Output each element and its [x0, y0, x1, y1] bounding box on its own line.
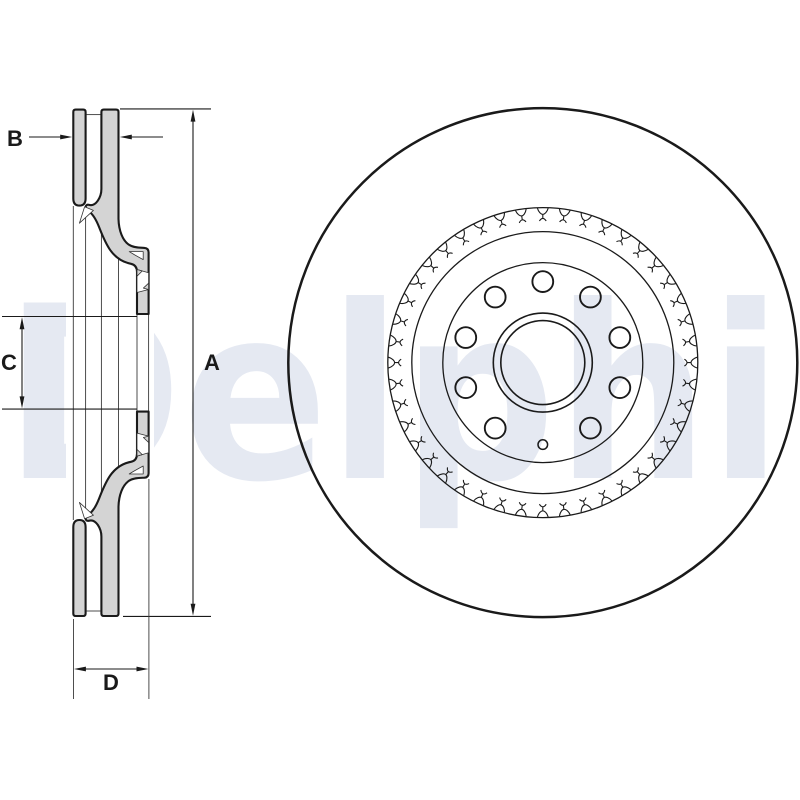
vane-tooth	[579, 212, 592, 228]
locating-hole	[537, 439, 549, 451]
vane-tooth	[660, 436, 676, 451]
vane-tooth	[437, 242, 453, 258]
vane-tooth	[536, 208, 549, 222]
bolt-hole	[454, 326, 478, 349]
vane-tooth	[632, 242, 649, 258]
front-view	[287, 106, 799, 619]
bolt-hole	[531, 270, 555, 293]
vane-tooth	[558, 208, 571, 224]
disc-outer-edge	[287, 106, 799, 619]
vane-tooth	[422, 257, 439, 273]
dimension-A: A	[120, 108, 220, 617]
vane-tooth	[632, 467, 649, 484]
vane-tooth	[616, 229, 632, 246]
dim-label-C: C	[1, 350, 17, 375]
cross-section-view	[72, 108, 150, 618]
bolt-hole	[608, 326, 632, 349]
vane-tooth	[400, 418, 416, 433]
bolt-hole-cut-wedge	[136, 269, 143, 277]
vane-tooth	[393, 313, 409, 327]
vane-tooth	[454, 479, 470, 496]
dimension-C: C	[1, 315, 137, 410]
hat-face-vane-gap	[128, 251, 144, 260]
vane-tooth	[616, 479, 632, 496]
bolt-hole	[579, 285, 602, 309]
hub-outer-circle	[492, 312, 594, 413]
dim-label-D: D	[103, 670, 119, 695]
vane-tooth	[647, 452, 664, 469]
dim-label-A: A	[204, 350, 220, 375]
vane-tooth	[598, 219, 613, 236]
vane-tooth	[388, 356, 402, 369]
dim-label-B: B	[7, 126, 23, 151]
dimension-D: D	[73, 479, 150, 699]
vane-tooth	[389, 334, 404, 347]
vane-ring-inner-circle	[411, 230, 675, 495]
hub-bore-circle	[499, 319, 586, 406]
vane-tooth	[536, 503, 549, 518]
vane-tooth	[393, 398, 409, 412]
vane-tooth	[558, 502, 571, 517]
vane-cut	[79, 206, 94, 224]
dimensions: B A C	[1, 108, 220, 699]
vane-tooth	[670, 293, 686, 308]
vane-tooth	[670, 418, 686, 433]
vane-tooth	[422, 452, 439, 469]
vane-tooth	[682, 378, 697, 391]
inboard-plate-and-hat	[84, 108, 150, 316]
vane-tooth	[677, 398, 693, 412]
vane-tooth	[514, 208, 527, 224]
bolt-hole	[483, 285, 507, 309]
vane-tooth	[660, 274, 676, 290]
vane-tooth	[598, 489, 613, 506]
vane-tooth	[437, 467, 453, 484]
vane-tooth	[682, 334, 697, 347]
bolt-hole	[579, 416, 602, 440]
section-upper-half	[72, 108, 150, 316]
vane-tooth	[647, 257, 664, 273]
bolt-hole	[454, 376, 478, 399]
dimension-B: B	[7, 126, 163, 151]
outboard-plate	[72, 108, 87, 207]
vane-tooth	[579, 497, 592, 513]
bolt-hole	[483, 416, 507, 440]
vane-tooth	[400, 293, 416, 308]
vane-tooth	[514, 502, 527, 517]
vane-tooth	[473, 489, 488, 506]
vane-tooth	[389, 378, 404, 391]
vane-tooth	[684, 356, 698, 369]
vane-tooth	[493, 497, 507, 513]
vane-tooth	[409, 274, 426, 290]
vane-ring-outer-circle	[387, 206, 699, 519]
hat-edge-circle	[442, 261, 644, 464]
vane-tooth	[454, 229, 470, 246]
bolt-hole-cut-wedge	[143, 282, 149, 290]
vane-tooth	[473, 219, 488, 236]
vane-tooth	[493, 212, 507, 228]
vane-tooth	[677, 313, 693, 327]
vane-tooth	[409, 436, 426, 451]
bolt-hole	[608, 376, 632, 399]
